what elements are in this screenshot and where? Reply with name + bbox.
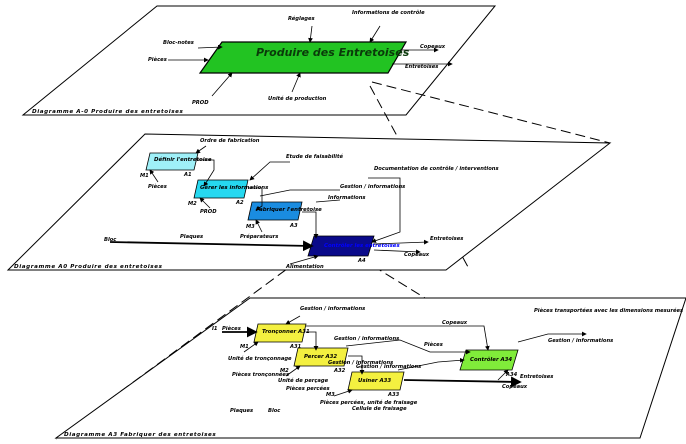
plane-top: Produire des Entretoises Réglages Inform… [21,5,497,116]
svg-text:Usiner A33: Usiner A33 [358,378,391,384]
svg-text:Gestion / informations: Gestion / informations [548,338,613,344]
box-produire: Produire des Entretoises [198,41,410,74]
svg-text:A33: A33 [387,392,400,398]
plane-middle: Définir l'entretoise A1 Gérer les inform… [6,133,612,271]
svg-text:Cellule de fraisage: Cellule de fraisage [352,406,407,412]
svg-text:Pièces percées: Pièces percées [286,385,330,392]
svg-text:M1: M1 [140,173,149,179]
svg-text:Contrôler A34: Contrôler A34 [470,356,512,363]
svg-text:Unité de tronçonnage: Unité de tronçonnage [228,355,292,362]
svg-text:A3: A3 [289,223,298,229]
box-a1: Définir l'entretoise A1 [145,152,212,178]
svg-text:Etude de faisabilité: Etude de faisabilité [286,153,343,160]
svg-text:Pièces: Pièces [424,341,443,348]
svg-text:Entretoises: Entretoises [405,64,438,70]
box-a32: Percer A32 A32 [293,347,349,374]
svg-text:A2: A2 [235,200,244,206]
svg-text:Gestion / informations: Gestion / informations [334,336,399,342]
plane-bottom: Tronçonner A31 A31 Percer A32 A32 Usiner… [54,297,686,439]
svg-text:Gérer les informations: Gérer les informations [200,184,269,191]
svg-text:M3: M3 [246,224,255,230]
svg-text:Plaques: Plaques [230,408,253,414]
svg-text:Gestion / informations: Gestion / informations [328,360,393,366]
svg-text:Copeaux: Copeaux [404,252,430,258]
svg-text:Bloc: Bloc [104,237,117,243]
svg-text:Contrôler les entretoises: Contrôler les entretoises [324,242,400,249]
svg-text:PROD: PROD [192,100,209,106]
svg-text:Copeaux: Copeaux [420,44,446,50]
box-a34: Contrôler A34 A34 [459,349,519,378]
box-a33: Usiner A33 A33 [347,371,405,398]
svg-text:A32: A32 [333,368,346,374]
svg-text:Bloc: Bloc [268,408,281,414]
svg-text:A4: A4 [357,258,366,264]
svg-text:Entretoises: Entretoises [520,374,553,380]
svg-text:Pièces transportées avec les d: Pièces transportées avec les dimensions … [534,307,683,314]
svg-text:M2: M2 [188,201,197,207]
svg-text:A34: A34 [505,372,518,378]
svg-text:Produire des Entretoises: Produire des Entretoises [256,46,410,59]
svg-text:Pièces: Pièces [222,325,241,332]
svg-text:Diagramme A0 Produire des entr: Diagramme A0 Produire des entretoises [14,264,163,270]
svg-text:Pièces: Pièces [148,183,167,190]
svg-text:Entretoises: Entretoises [430,236,463,242]
svg-text:Diagramme A3 Fabriquer des ent: Diagramme A3 Fabriquer des entretoises [64,432,216,438]
svg-text:Pièces tronçonnées: Pièces tronçonnées [232,371,289,378]
svg-text:PROD: PROD [200,209,217,215]
svg-text:Ordre de fabrication: Ordre de fabrication [200,138,260,144]
svg-text:M3: M3 [326,392,335,398]
svg-text:Unité de production: Unité de production [268,95,327,102]
svg-text:Alimentation: Alimentation [285,264,324,270]
svg-text:Informations de contrôle: Informations de contrôle [352,9,425,16]
svg-text:Copeaux: Copeaux [442,320,468,326]
svg-text:I1: I1 [212,326,218,332]
svg-text:Gestion / informations: Gestion / informations [300,306,365,312]
svg-text:Plaques: Plaques [180,234,203,240]
svg-text:Définir l'entretoise: Définir l'entretoise [154,156,212,163]
svg-text:Pièces percées, unité de frais: Pièces percées, unité de fraisage [320,399,418,406]
svg-text:Informations: Informations [328,195,366,201]
svg-text:Fabriquer l'entretoise: Fabriquer l'entretoise [256,207,322,213]
svg-text:Copeaux: Copeaux [502,384,528,390]
svg-text:A31: A31 [289,344,301,350]
svg-text:Tronçonner A31: Tronçonner A31 [262,329,310,335]
svg-text:Documentation de contrôle / in: Documentation de contrôle / intervention… [374,165,499,172]
svg-text:Gestion / informations: Gestion / informations [356,364,421,370]
svg-text:Unité de perçage: Unité de perçage [278,377,329,384]
svg-text:Gestion / informations: Gestion / informations [340,184,405,190]
svg-text:Réglages: Réglages [288,15,315,22]
svg-text:Préparateurs: Préparateurs [240,233,278,240]
svg-text:Pièces: Pièces [148,56,167,63]
svg-text:M2: M2 [280,368,289,374]
svg-text:Bloc-notes: Bloc-notes [163,40,194,46]
svg-text:A1: A1 [183,172,192,178]
svg-text:Percer A32: Percer A32 [304,354,337,360]
svg-text:Diagramme A-0 Produire des ent: Diagramme A-0 Produire des entretoises [32,109,184,115]
svg-text:M1: M1 [240,344,249,350]
